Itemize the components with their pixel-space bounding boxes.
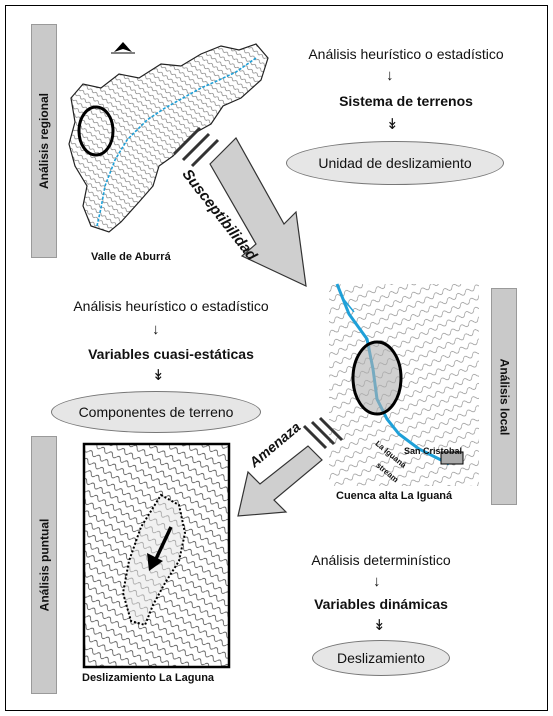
local-unit-ellipse: Componentes de terreno (51, 391, 261, 433)
local-method: Análisis heurístico o estadístico (73, 298, 269, 314)
puntual-arrow-1-icon: ↓ (373, 573, 381, 590)
map-label-san-cristobal: San Cristobal (404, 446, 463, 456)
map-valle-aburra (68, 42, 269, 233)
regional-variables: Sistema de terrenos (339, 93, 473, 109)
regional-highlight-ellipse (77, 105, 115, 157)
regional-unit-text: Unidad de deslizamiento (318, 155, 472, 171)
north-arrow-icon (111, 42, 135, 54)
local-unit-text: Componentes de terreno (78, 404, 234, 420)
label-analisis-local: Análisis local (491, 288, 517, 505)
caption-cuenca-iguana: Cuenca alta La Iguaná (336, 490, 453, 502)
regional-arrow-2-icon: ↡ (386, 116, 399, 133)
puntual-unit-ellipse: Deslizamiento (312, 640, 450, 676)
label-analisis-regional: Análisis regional (31, 24, 57, 258)
arrow-susceptibilidad (172, 126, 307, 288)
label-analisis-puntual-text: Análisis puntual (37, 518, 51, 612)
arrow-amenaza (237, 416, 344, 517)
label-analisis-local-text: Análisis local (497, 358, 512, 435)
landslide-direction-arrow-icon (153, 526, 173, 562)
label-analisis-regional-text: Análisis regional (37, 92, 51, 190)
caption-valle-aburra: Valle de Aburrá (91, 251, 171, 263)
valle-aburra-river (96, 57, 257, 227)
valle-aburra-outline (68, 43, 269, 233)
map-deslizamiento-laguna (82, 442, 231, 669)
local-variables: Variables cuasi-estáticas (88, 346, 254, 362)
regional-arrow-1-icon: ↓ (386, 67, 394, 84)
regional-method: Análisis heurístico o estadístico (308, 46, 504, 62)
diagram-frame: Análisis regional Análisis local Análisi… (5, 5, 548, 711)
label-analisis-puntual: Análisis puntual (31, 436, 57, 694)
map-cuenca-iguana (329, 283, 479, 486)
puntual-method: Análisis determinístico (311, 552, 451, 568)
local-highlight-ellipse (351, 340, 403, 416)
san-cristobal-block (440, 451, 464, 465)
puntual-unit-text: Deslizamiento (337, 650, 425, 666)
puntual-arrow-2-icon: ↡ (373, 617, 386, 634)
local-arrow-1-icon: ↓ (152, 321, 160, 338)
caption-deslizamiento-laguna: Deslizamiento La Laguna (82, 672, 215, 684)
local-arrow-2-icon: ↡ (152, 367, 165, 384)
regional-unit-ellipse: Unidad de deslizamiento (286, 141, 504, 185)
puntual-variables: Variables dinámicas (314, 596, 448, 612)
